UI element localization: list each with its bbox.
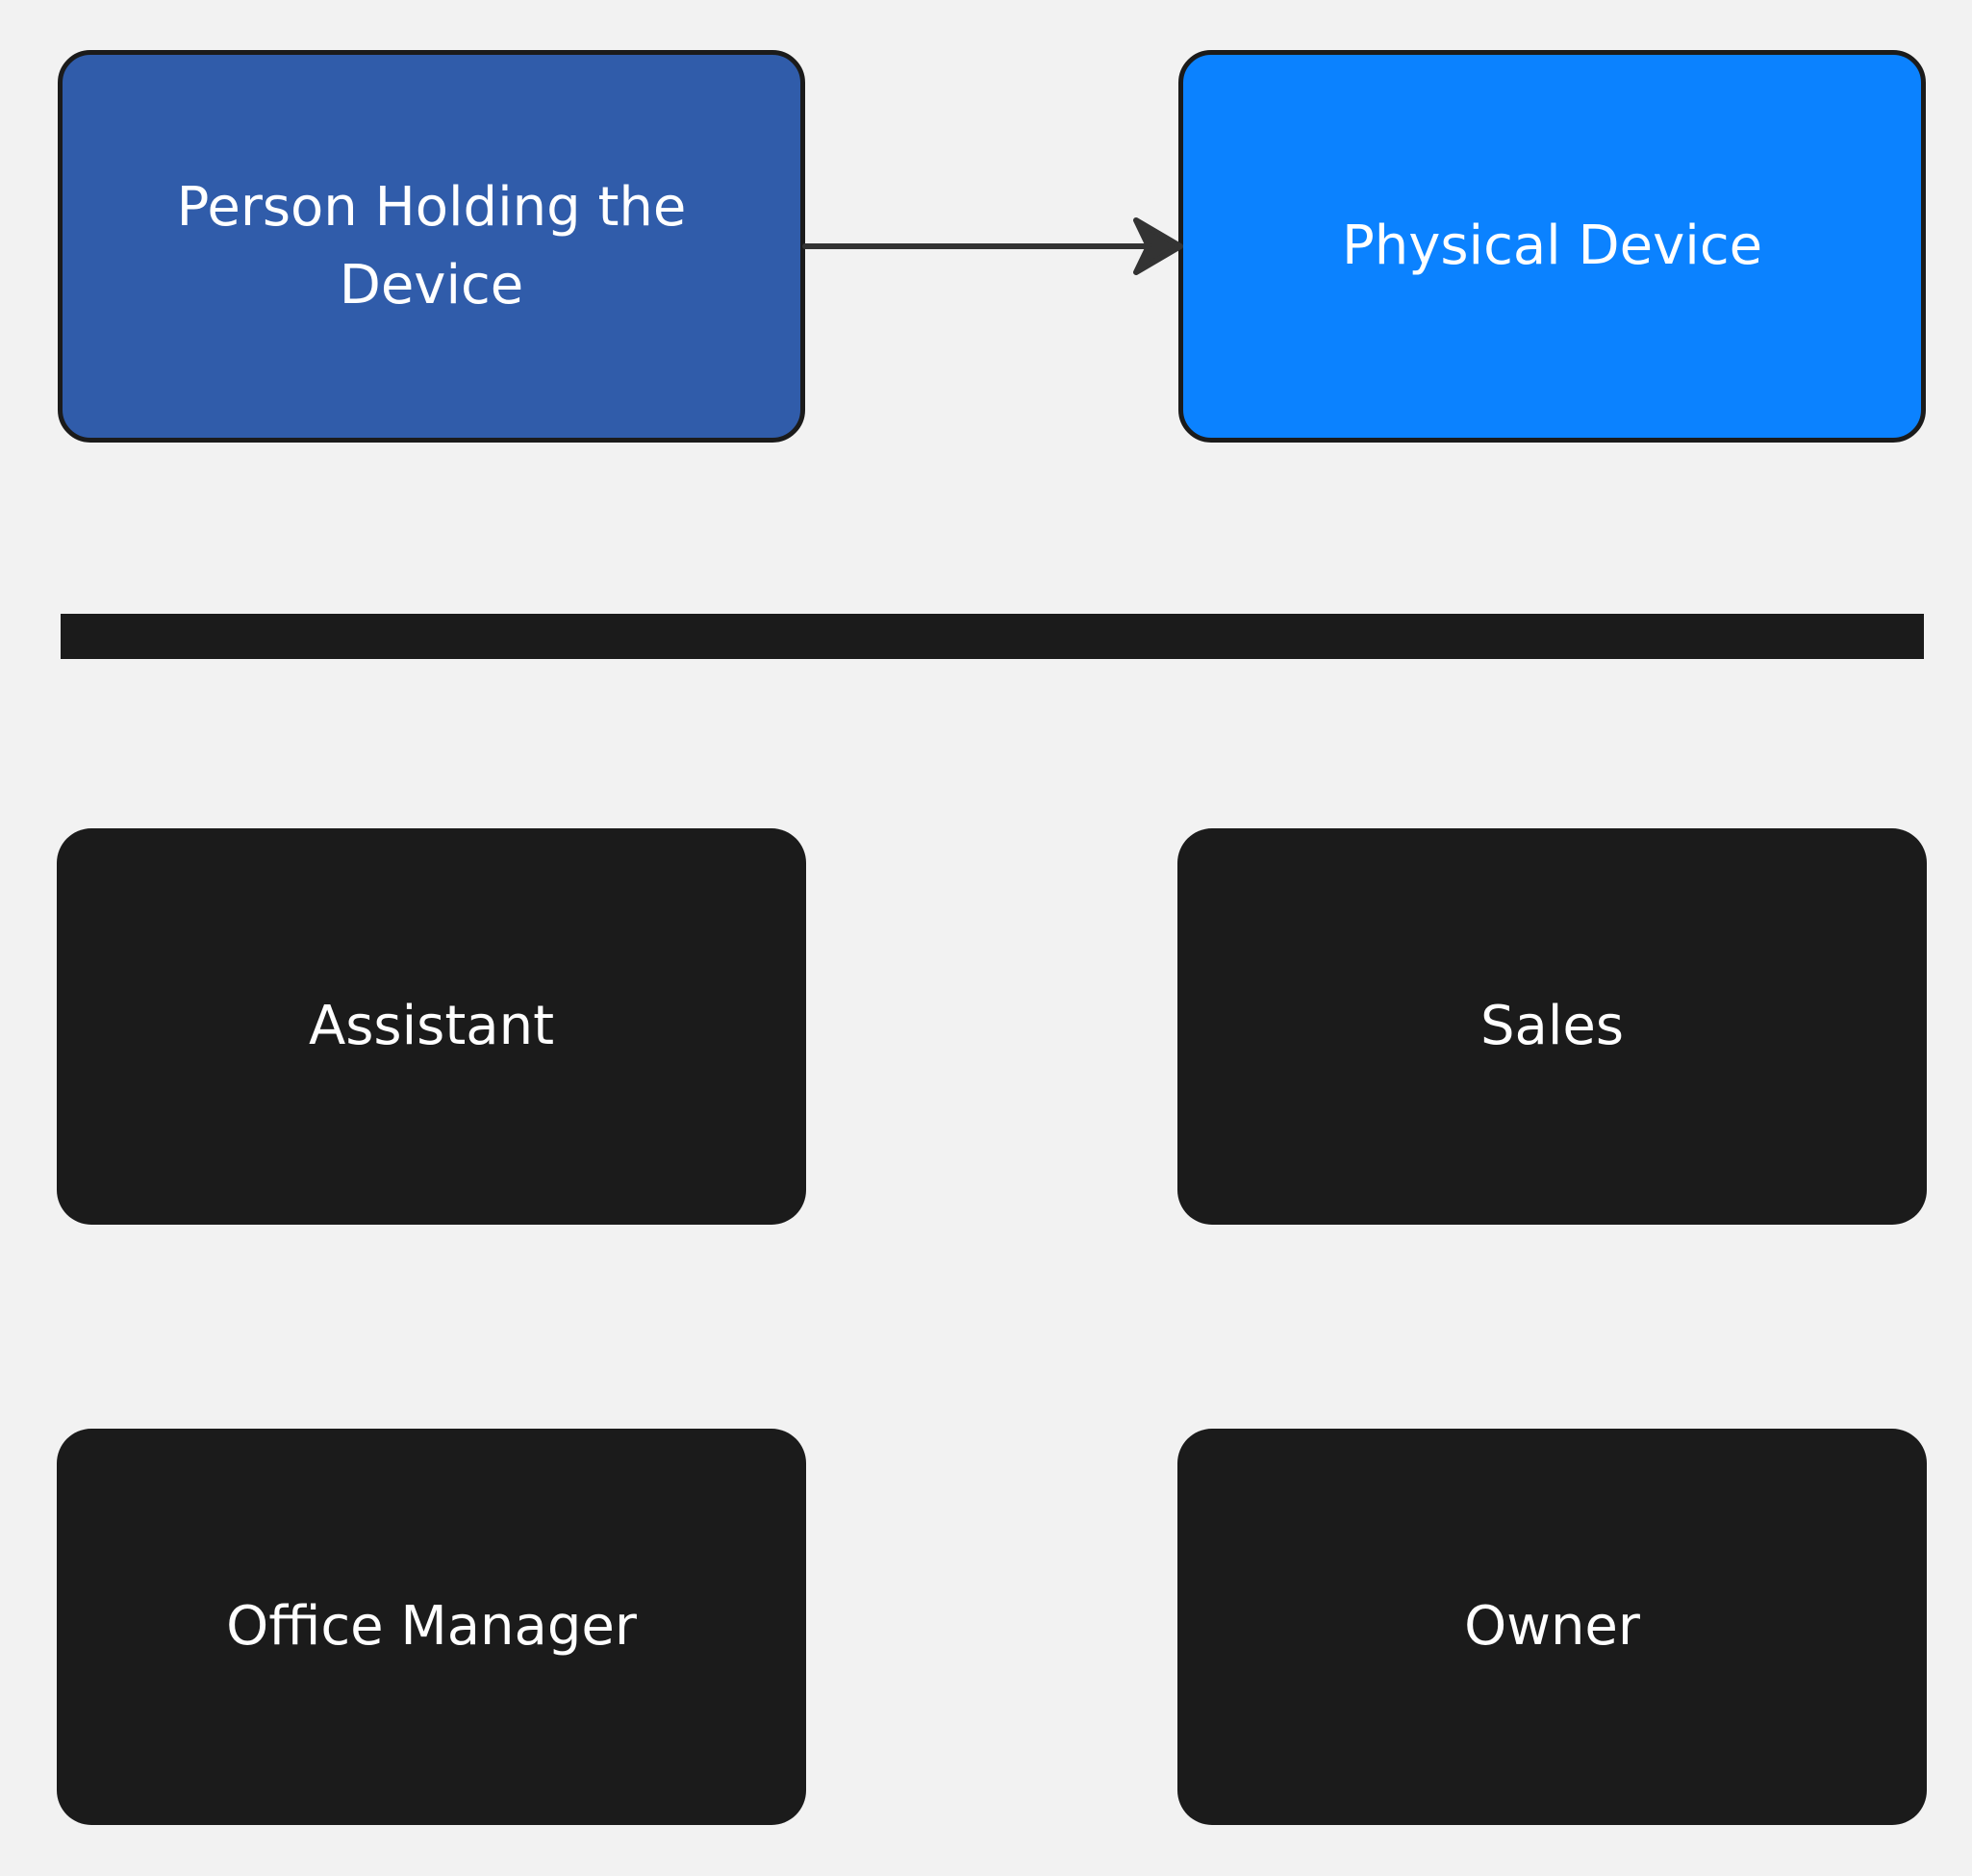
node-office-manager-label: Office Manager — [226, 1595, 637, 1659]
section-divider — [61, 614, 1924, 659]
node-person-holding-device[interactable]: Person Holding the Device — [58, 50, 805, 443]
node-assistant-label: Assistant — [308, 995, 555, 1058]
node-assistant[interactable]: Assistant — [57, 828, 806, 1225]
arrowhead-icon — [1133, 217, 1183, 275]
node-owner-label: Owner — [1464, 1595, 1640, 1659]
node-sales[interactable]: Sales — [1177, 828, 1927, 1225]
node-office-manager[interactable]: Office Manager — [57, 1429, 806, 1825]
node-physical-device-label: Physical Device — [1341, 215, 1763, 278]
node-sales-label: Sales — [1479, 995, 1625, 1058]
node-person-holding-device-label: Person Holding the Device — [176, 175, 687, 317]
node-physical-device[interactable]: Physical Device — [1178, 50, 1926, 443]
node-owner[interactable]: Owner — [1177, 1429, 1927, 1825]
